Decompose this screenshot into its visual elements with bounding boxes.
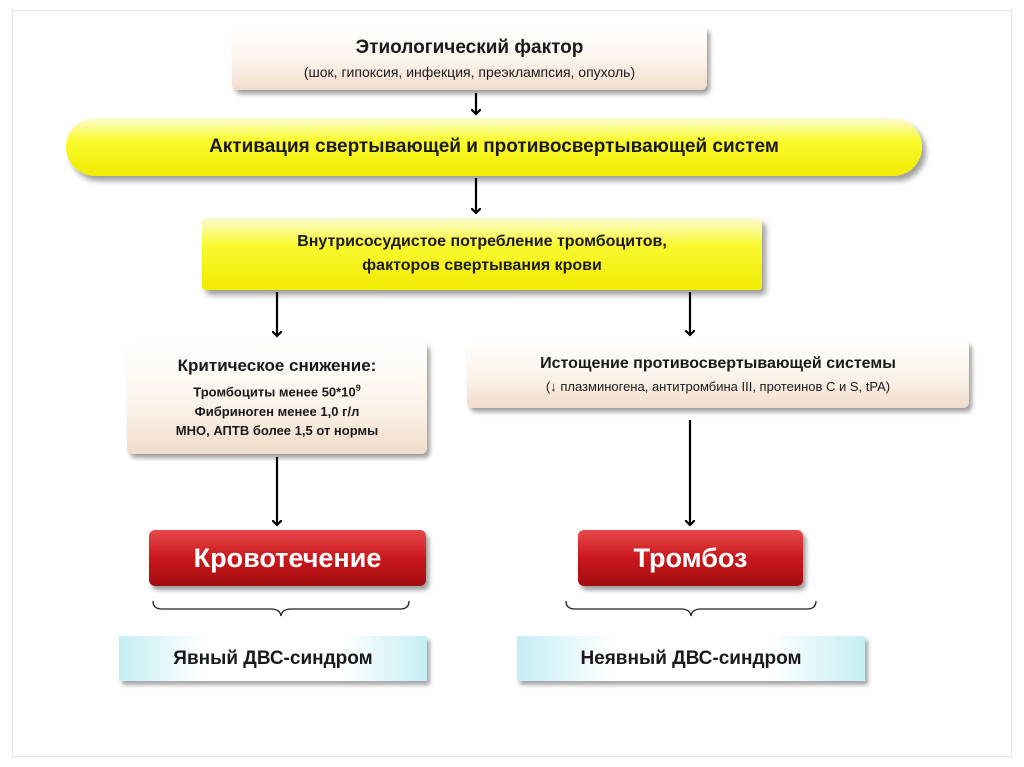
bleeding-label: Кровотечение: [193, 542, 382, 573]
bleeding-box: Кровотечение: [149, 530, 426, 586]
critical-platelets: Тромбоциты менее 50*109: [193, 379, 360, 401]
thrombosis-box: Тромбоз: [578, 530, 803, 586]
consumption-line-2: факторов свертывания крови: [362, 257, 602, 274]
slide-frame: [12, 10, 1012, 757]
etiology-title: Этиологический фактор: [355, 36, 584, 58]
overt-dic-box: Явный ДВС-синдром: [119, 636, 427, 681]
depletion-detail-prefix: (: [545, 378, 551, 394]
critical-title: Критическое снижение:: [177, 356, 377, 376]
critical-platelets-text: Тромбоциты менее 50*10: [193, 384, 356, 400]
critical-inr-aptt: МНО, АПТВ более 1,5 от нормы: [175, 422, 379, 438]
depletion-detail: (↓ плазминогена, антитромбина III, проте…: [546, 379, 890, 394]
overt-dic-label: Явный ДВС-синдром: [173, 647, 373, 669]
etiology-box: Этиологический фактор (шок, гипоксия, ин…: [232, 26, 707, 90]
brace-bleeding: [152, 600, 410, 617]
latent-dic-box: Неявный ДВС-синдром: [517, 636, 865, 681]
down-arrow-icon: ↓: [550, 378, 557, 394]
critical-platelets-exponent: 9: [355, 383, 361, 394]
latent-dic-label: Неявный ДВС-синдром: [580, 647, 802, 669]
activation-text: Активация свертывающей и противосвертыва…: [209, 136, 779, 157]
thrombosis-label: Тромбоз: [633, 542, 748, 573]
critical-fibrinogen: Фибриноген менее 1,0 г/л: [194, 403, 360, 419]
critical-reduction-box: Критическое снижение: Тромбоциты менее 5…: [127, 342, 427, 454]
brace-thrombosis: [565, 600, 817, 617]
activation-box: Активация свертывающей и противосвертыва…: [66, 118, 922, 176]
depletion-title: Истощение противосвертывающей системы: [540, 354, 896, 372]
depletion-box: Истощение противосвертывающей системы (↓…: [467, 340, 969, 408]
consumption-box: Внутрисосудистое потребление тромбоцитов…: [202, 218, 762, 290]
etiology-subtitle: (шок, гипоксия, инфекция, преэклампсия, …: [303, 63, 636, 80]
consumption-line-1: Внутрисосудистое потребление тромбоцитов…: [297, 233, 667, 250]
depletion-detail-text: плазминогена, антитромбина III, протеино…: [556, 378, 891, 394]
